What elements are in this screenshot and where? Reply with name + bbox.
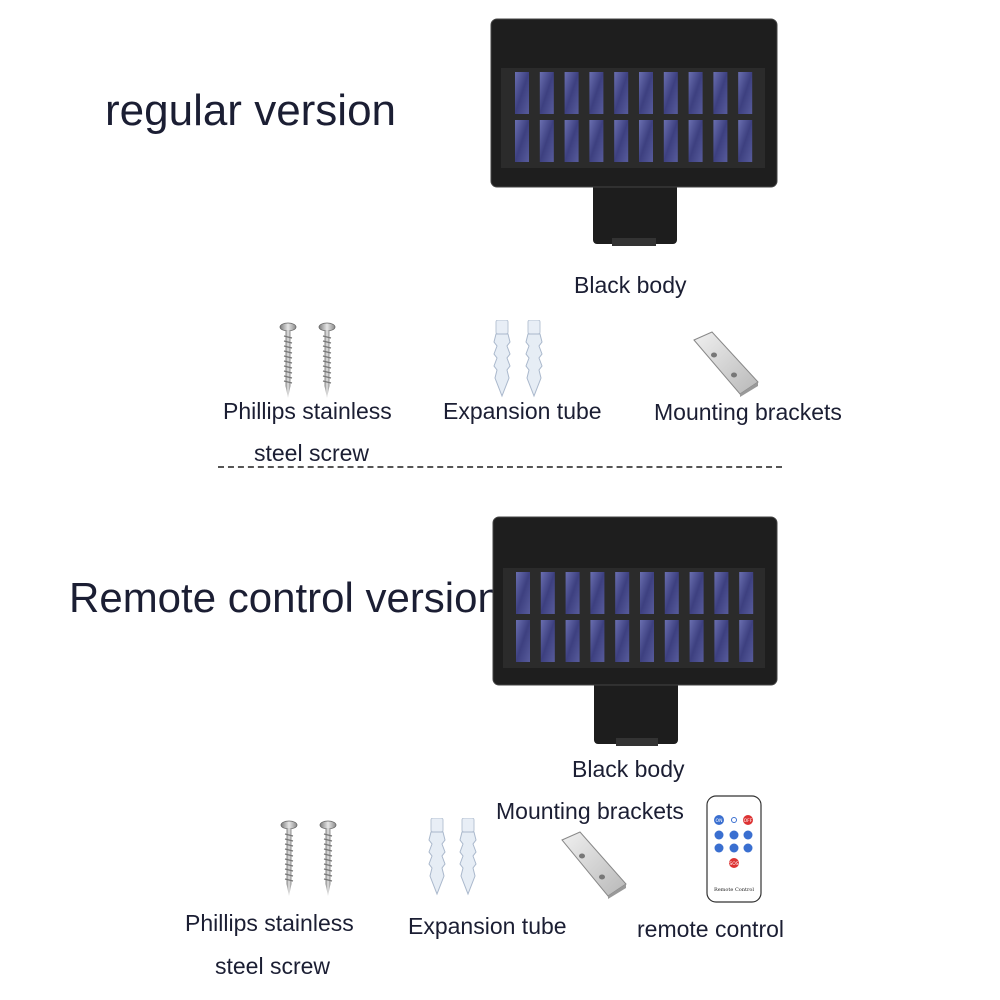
solar-cell	[688, 120, 703, 162]
solar-cell	[590, 572, 605, 614]
solar-cell	[540, 572, 555, 614]
solar-cell	[664, 620, 679, 662]
remote-black-body-label: Black body	[572, 756, 685, 782]
solar-light-regular-image	[490, 18, 778, 246]
solar-cell	[565, 572, 580, 614]
solar-cell	[713, 120, 728, 162]
regular-mounting-bracket-image	[693, 331, 759, 397]
solar-cell	[539, 72, 554, 114]
solar-cell	[590, 620, 605, 662]
remote-sos-text: SOS	[729, 861, 738, 867]
remote-body-text: Remote Control	[714, 887, 754, 893]
solar-cell	[714, 620, 729, 662]
wifi-icon	[731, 817, 737, 823]
solar-cell	[539, 120, 554, 162]
remote-control-image: ON OFF SOS Remote Control	[706, 795, 762, 903]
solar-light-remote-image	[492, 516, 778, 746]
solar-cell	[713, 72, 728, 114]
solar-cell	[664, 572, 679, 614]
solar-cell	[739, 572, 754, 614]
regular-expansion-tubes-image	[493, 320, 543, 398]
solar-cell	[615, 572, 630, 614]
solar-cell	[564, 120, 579, 162]
remote-off-text: OFF	[744, 818, 753, 824]
remote-mounting-brackets-label: Mounting brackets	[496, 798, 684, 824]
remote-screws-image	[280, 820, 337, 896]
solar-cell	[589, 72, 604, 114]
solar-cell	[516, 620, 530, 662]
solar-cell	[565, 620, 580, 662]
solar-cell	[663, 72, 678, 114]
solar-cell	[640, 572, 654, 614]
remote-expansion-tubes-image	[428, 818, 477, 896]
solar-cell	[640, 620, 654, 662]
remote-screw-label-line2: steel screw	[215, 953, 331, 979]
regular-screw-label-line1: Phillips stainless	[223, 398, 392, 424]
solar-cell	[540, 620, 555, 662]
solar-cell	[663, 120, 678, 162]
solar-cell	[738, 120, 753, 162]
remote-control-label: remote control	[637, 916, 785, 942]
solar-cell	[516, 572, 530, 614]
solar-cell	[714, 572, 729, 614]
solar-cell	[589, 120, 604, 162]
regular-screws-image	[279, 322, 336, 398]
solar-cell	[614, 120, 629, 162]
solar-cell	[515, 120, 529, 162]
solar-cell	[639, 72, 653, 114]
solar-cell	[564, 72, 579, 114]
remote-off-button-icon	[743, 815, 753, 825]
remote-on-text: ON	[716, 818, 723, 824]
section-divider	[218, 466, 782, 468]
solar-cell	[738, 72, 753, 114]
remote-screw-label-line1: Phillips stainless	[185, 910, 354, 936]
solar-cell	[614, 72, 629, 114]
remote-mounting-bracket-image	[561, 831, 627, 899]
solar-cell	[688, 72, 703, 114]
regular-black-body-label: Black body	[574, 272, 687, 298]
solar-cell	[739, 620, 754, 662]
regular-screw-label-line2: steel screw	[254, 440, 370, 466]
solar-cell	[689, 620, 704, 662]
remote-sos-button-icon	[729, 858, 739, 868]
remote-version-title: Remote control version	[69, 574, 501, 621]
solar-cell	[515, 72, 529, 114]
regular-version-title: regular version	[105, 86, 397, 135]
remote-on-button-icon	[714, 815, 724, 825]
solar-cell	[639, 120, 653, 162]
regular-expansion-tube-label: Expansion tube	[443, 398, 602, 424]
remote-expansion-tube-label: Expansion tube	[408, 913, 567, 939]
solar-cell	[615, 620, 630, 662]
regular-mounting-brackets-label: Mounting brackets	[654, 399, 842, 425]
solar-cell	[689, 572, 704, 614]
